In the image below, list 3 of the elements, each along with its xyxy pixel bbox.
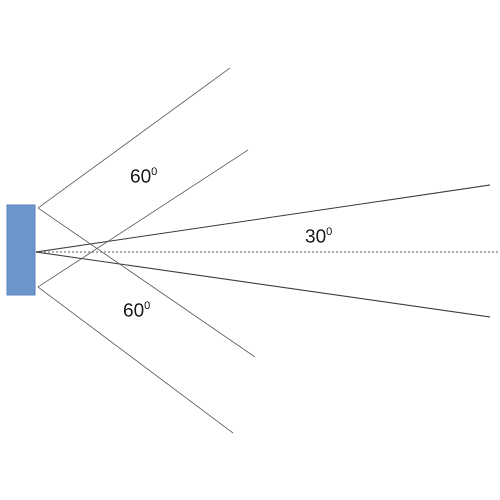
angle-label: 30$^{0}$: [305, 227, 332, 246]
angle-label: 60$^{0}$: [123, 301, 150, 320]
angle-label: 60$^{0}$: [130, 167, 158, 186]
